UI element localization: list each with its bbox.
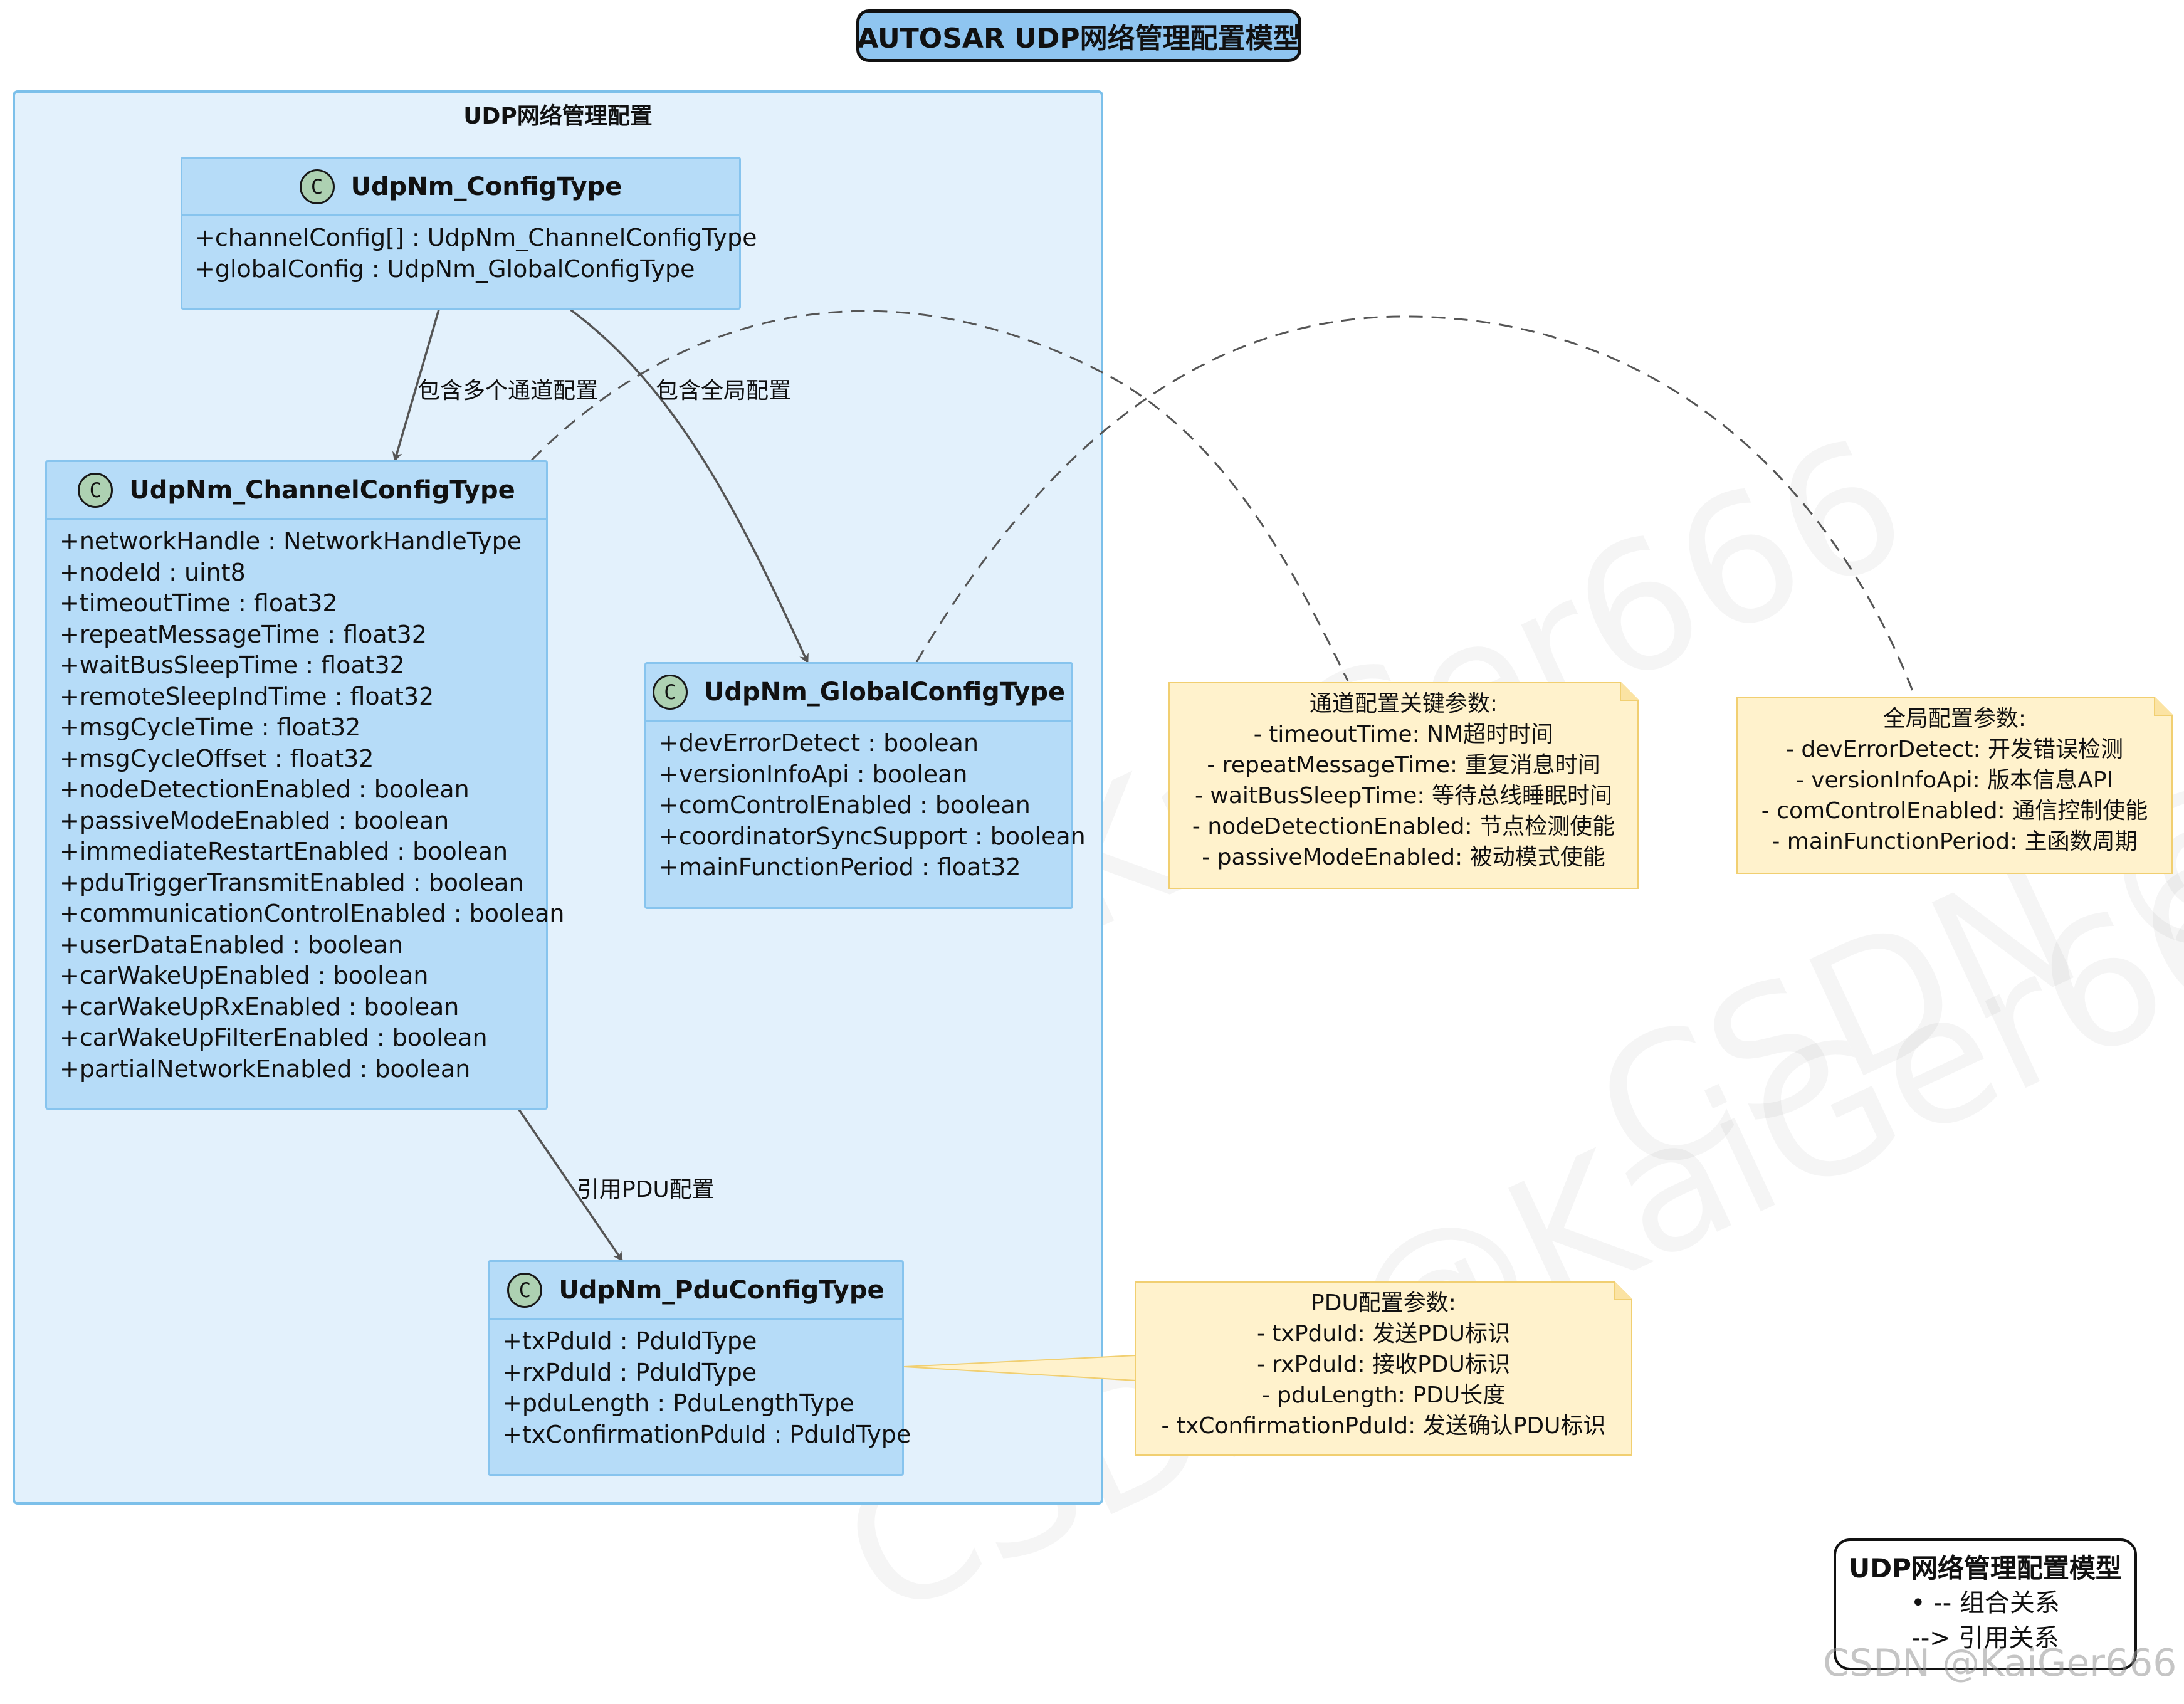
class-stereotype-icon: C [652, 674, 688, 710]
class-name: UdpNm_GlobalConfigType [703, 677, 1066, 707]
class-header: C UdpNm_PduConfigType [490, 1262, 902, 1320]
attribute: +communicationControlEnabled : boolean [60, 900, 565, 927]
attribute: +partialNetworkEnabled : boolean [60, 1054, 471, 1083]
attribute: +coordinatorSyncSupport : boolean [659, 822, 1086, 850]
corner-watermark: CSDN @KaiGer666 [1823, 1641, 2177, 1685]
note-line: - txConfirmationPduId: 发送确认PDU标识 [1161, 1413, 1606, 1439]
attribute: +passiveModeEnabled : boolean [60, 806, 449, 834]
attribute: +waitBusSleepTime : float32 [60, 651, 405, 679]
attribute: +rxPduId : PduIdType [502, 1358, 757, 1386]
attribute: +immediateRestartEnabled : boolean [60, 838, 508, 865]
class-udpnm-globalconfigtype: C UdpNm_GlobalConfigType +devErrorDetect… [644, 662, 1086, 909]
attribute: +txPduId : PduIdType [502, 1327, 757, 1355]
class-stereotype-icon: C [78, 472, 113, 508]
attribute: +channelConfig[] : UdpNm_ChannelConfigTy… [195, 224, 757, 251]
note-line: - versionInfoApi: 版本信息API [1795, 767, 2114, 793]
attribute: +nodeId : uint8 [60, 558, 246, 586]
attribute: +nodeDetectionEnabled : boolean [60, 776, 470, 803]
attribute: +carWakeUpEnabled : boolean [60, 962, 429, 989]
note-line: - comControlEnabled: 通信控制使能 [1761, 798, 2148, 824]
class-udpnm-configtype: C UdpNm_ConfigType +channelConfig[] : Ud… [181, 157, 757, 310]
relation-label-channel: 包含多个通道配置 [417, 378, 599, 404]
attribute: +pduLength : PduLengthType [502, 1389, 854, 1417]
note-line: - nodeDetectionEnabled: 节点检测使能 [1192, 814, 1615, 839]
class-header: C UdpNm_ConfigType [182, 159, 739, 216]
relation-label-global: 包含全局配置 [656, 378, 792, 404]
attribute: +timeoutTime : float32 [60, 589, 338, 617]
attribute: +carWakeUpFilterEnabled : boolean [60, 1024, 488, 1051]
class-stereotype-icon: C [507, 1272, 543, 1308]
attribute: +repeatMessageTime : float32 [60, 620, 427, 648]
note-line: - pduLength: PDU长度 [1261, 1382, 1506, 1408]
class-name: UdpNm_PduConfigType [559, 1275, 885, 1305]
class-header: C UdpNm_ChannelConfigType [47, 462, 546, 520]
note-channel-params: 通道配置关键参数: - timeoutTime: NM超时时间 - repeat… [1168, 682, 1639, 889]
note-title: 全局配置参数: [1882, 706, 2027, 732]
class-udpnm-pduconfigtype: C UdpNm_PduConfigType +txPduId : PduIdTy… [488, 1260, 911, 1476]
class-attributes: +devErrorDetect : boolean +versionInfoAp… [646, 722, 1086, 883]
class-stereotype-icon: C [299, 169, 335, 204]
note-line: - rxPduId: 接收PDU标识 [1257, 1352, 1510, 1377]
diagram-title: AUTOSAR UDP网络管理配置模型 [856, 9, 1301, 62]
attribute: +versionInfoApi : boolean [659, 760, 968, 788]
legend-item-reference: --> 引用关系 [1911, 1624, 2059, 1653]
class-attributes: +txPduId : PduIdType +rxPduId : PduIdTyp… [490, 1320, 911, 1450]
package-label: UDP网络管理配置 [463, 103, 653, 129]
attribute: +pduTriggerTransmitEnabled : boolean [60, 868, 524, 897]
attribute: +msgCycleTime : float32 [60, 713, 361, 741]
note-global-params: 全局配置参数: - devErrorDetect: 开发错误检测 - versi… [1736, 697, 2173, 874]
note-line: - waitBusSleepTime: 等待总线睡眠时间 [1194, 783, 1612, 809]
note-pdu-params: PDU配置参数: - txPduId: 发送PDU标识 - rxPduId: 接… [1135, 1281, 1632, 1456]
attribute: +comControlEnabled : boolean [659, 791, 1031, 819]
note-line: - passiveModeEnabled: 被动模式使能 [1202, 844, 1605, 870]
attribute: +mainFunctionPeriod : float32 [659, 853, 1021, 881]
class-attributes: +networkHandle : NetworkHandleType +node… [47, 520, 565, 1085]
note-line: - txPduId: 发送PDU标识 [1256, 1321, 1511, 1347]
attribute: +devErrorDetect : boolean [659, 729, 979, 757]
note-line: - mainFunctionPeriod: 主函数周期 [1772, 829, 2138, 855]
class-name: UdpNm_ChannelConfigType [129, 475, 515, 505]
attribute: +userDataEnabled : boolean [60, 930, 403, 959]
class-name: UdpNm_ConfigType [350, 172, 622, 201]
note-line: - timeoutTime: NM超时时间 [1253, 722, 1554, 747]
composition-edge-channel [392, 309, 440, 462]
attribute: +carWakeUpRxEnabled : boolean [60, 992, 459, 1021]
note-link-pdu [903, 1354, 1137, 1382]
note-title: PDU配置参数: [1311, 1290, 1456, 1316]
legend-item-composition: • -- 组合关系 [1911, 1589, 2060, 1617]
attribute: +networkHandle : NetworkHandleType [60, 527, 522, 555]
relation-label-pdu: 引用PDU配置 [577, 1177, 715, 1202]
attribute: +remoteSleepIndTime : float32 [60, 682, 434, 710]
attribute: +globalConfig : UdpNm_GlobalConfigType [195, 255, 695, 283]
note-title: 通道配置关键参数: [1309, 691, 1498, 717]
class-header: C UdpNm_GlobalConfigType [646, 664, 1071, 722]
reference-edge-pdu [518, 1109, 623, 1262]
legend-title: UDP网络管理配置模型 [1849, 1553, 2122, 1584]
class-udpnm-channelconfigtype: C UdpNm_ChannelConfigType +networkHandle… [45, 460, 565, 1110]
attribute: +msgCycleOffset : float32 [60, 744, 374, 772]
composition-edge-global [569, 308, 809, 664]
note-line: - devErrorDetect: 开发错误检测 [1785, 737, 2124, 762]
legend: UDP网络管理配置模型 • -- 组合关系 --> 引用关系 [1834, 1538, 2137, 1670]
note-link-channel [530, 310, 1349, 681]
attribute: +txConfirmationPduId : PduIdType [502, 1420, 911, 1448]
class-attributes: +channelConfig[] : UdpNm_ChannelConfigTy… [182, 216, 757, 285]
note-link-global [915, 315, 1916, 697]
note-line: - repeatMessageTime: 重复消息时间 [1207, 752, 1600, 778]
